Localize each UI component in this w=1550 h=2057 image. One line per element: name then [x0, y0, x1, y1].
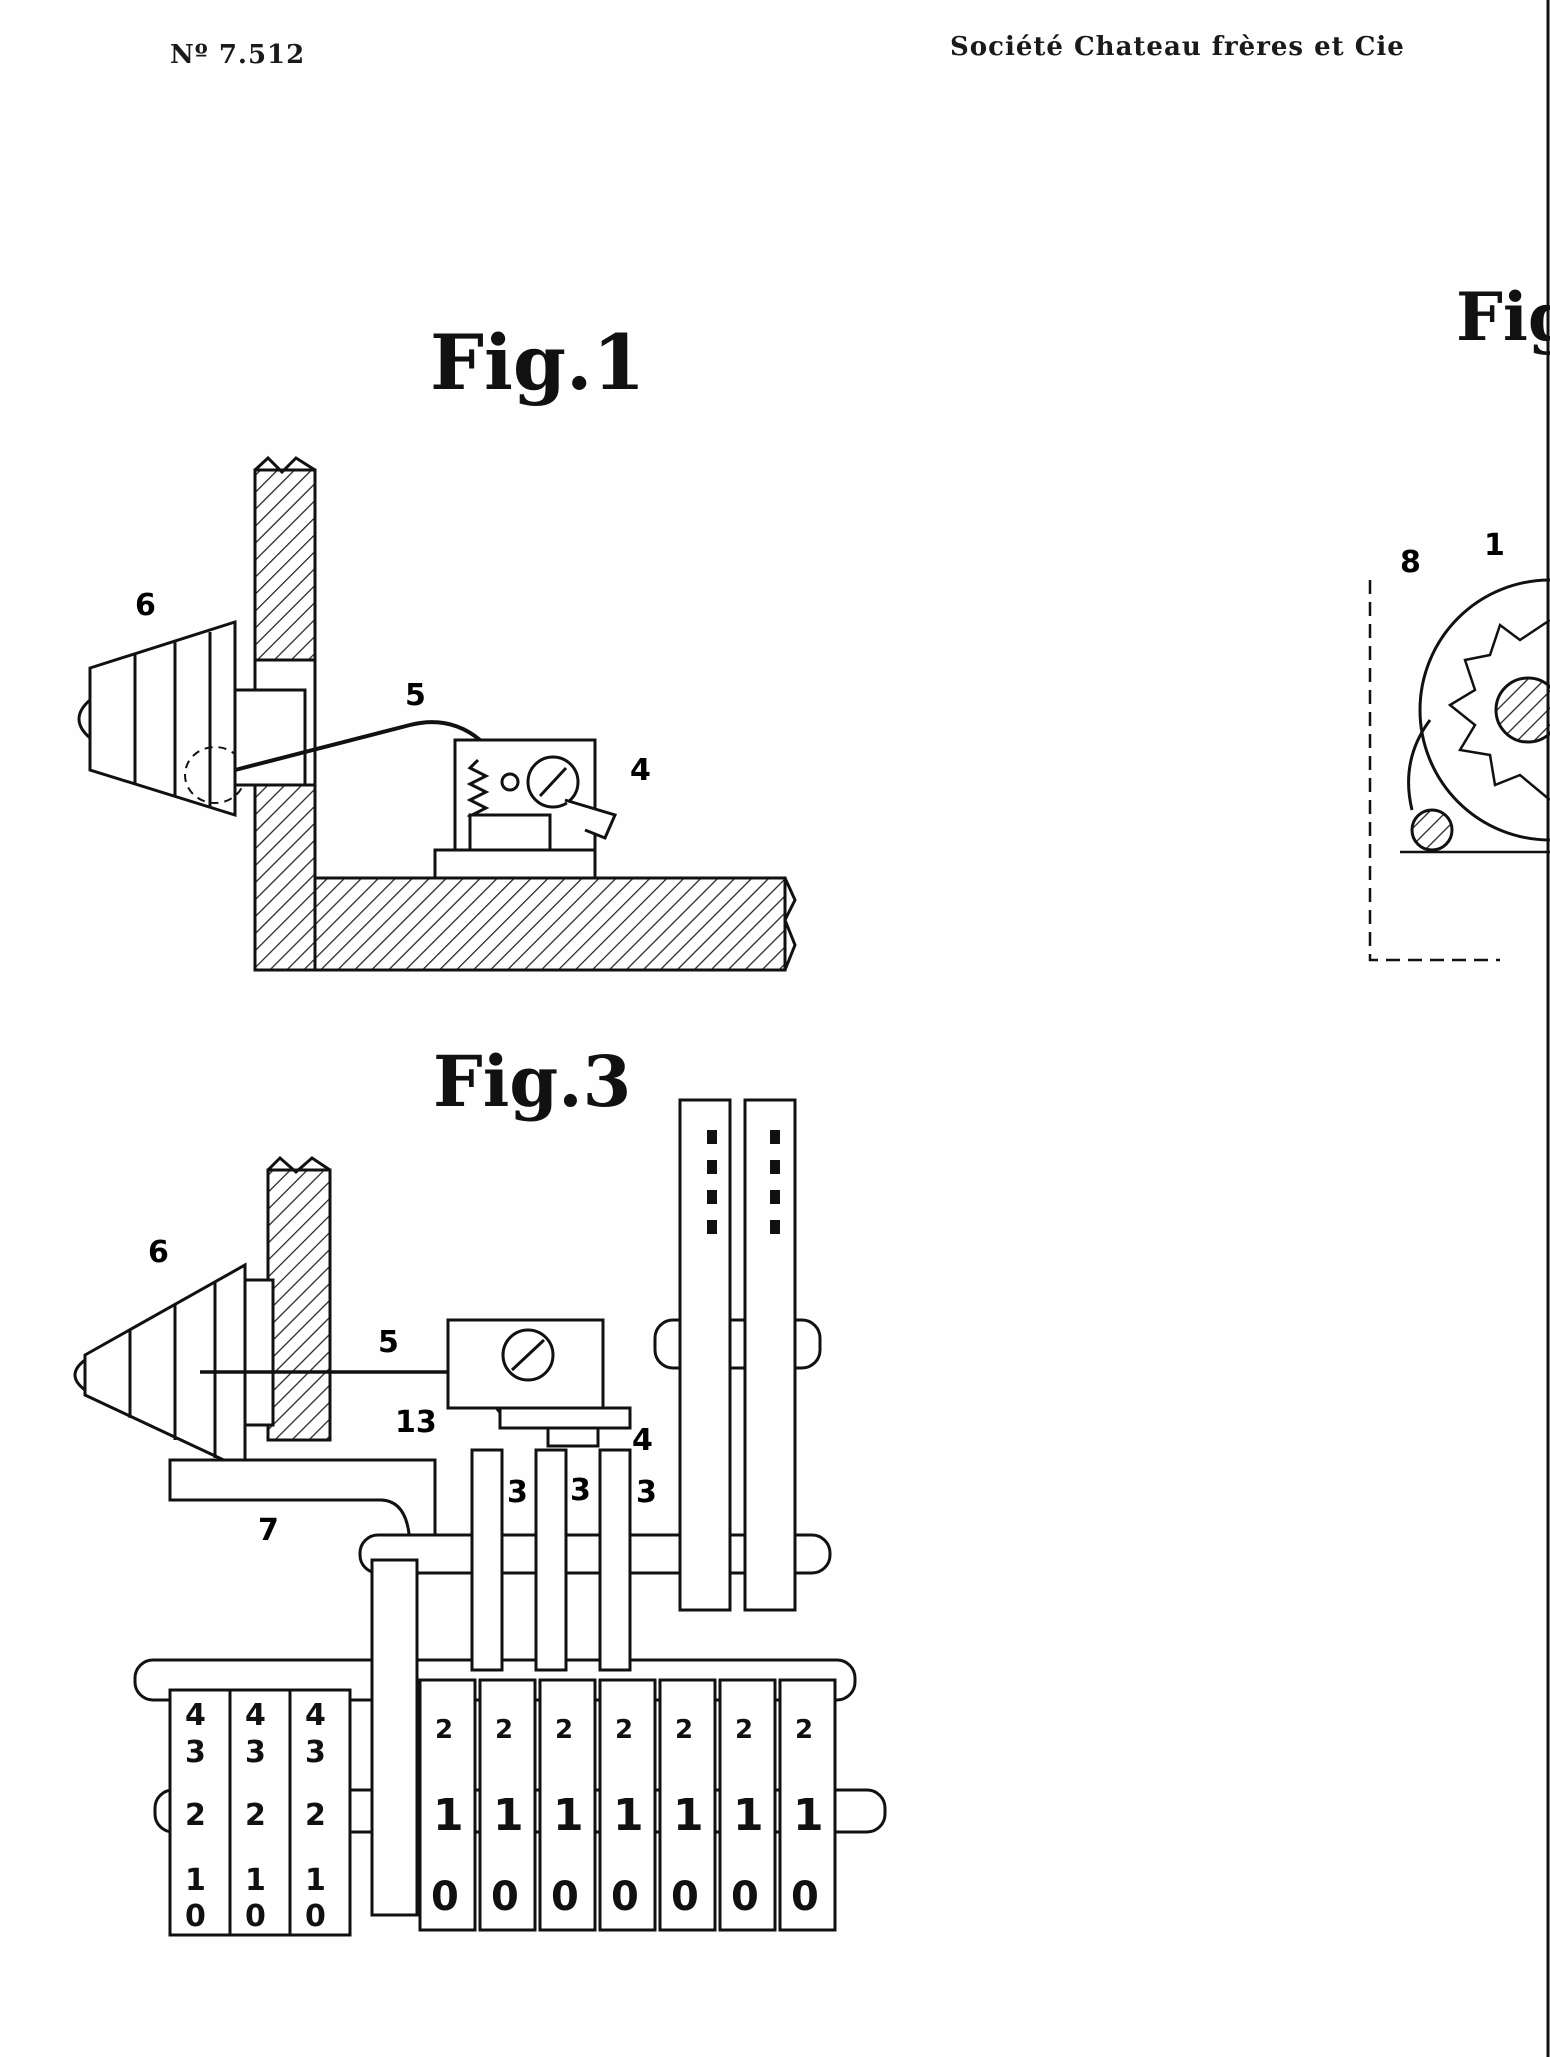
fig3-label-4: 4 [632, 1423, 653, 1458]
digit: 4 [245, 1698, 266, 1733]
fig1-label-6: 6 [135, 588, 156, 623]
digit: 0 [431, 1874, 459, 1920]
fig3-slide-left [678, 1098, 732, 1612]
fig3-drawing [73, 1098, 887, 1937]
fig1-wall-upper [253, 468, 317, 662]
digit: 0 [305, 1899, 326, 1934]
digit: 2 [735, 1715, 753, 1745]
fig3-wheel-right-7 [778, 1678, 837, 1932]
digit: 2 [555, 1715, 573, 1745]
digit: 3 [245, 1735, 266, 1770]
digit: 4 [185, 1698, 206, 1733]
digit: 0 [791, 1874, 819, 1920]
digit: 1 [613, 1790, 644, 1841]
digit: 0 [611, 1874, 639, 1920]
fig1-drawing [77, 455, 797, 972]
digit: 2 [185, 1798, 206, 1833]
fig3-right-digits: 2 2 2 2 2 2 2 1 1 1 1 1 1 1 0 0 0 0 0 0 … [431, 1715, 824, 1920]
digit: 2 [435, 1715, 453, 1745]
digit: 2 [675, 1715, 693, 1745]
fig3-wall [266, 1168, 332, 1442]
digit: 1 [185, 1863, 206, 1898]
digit: 1 [553, 1790, 584, 1841]
patent-number: Nº 7.512 [170, 40, 306, 70]
fig3-left-digits: 4 4 4 3 3 3 2 2 2 1 1 1 0 0 0 [185, 1698, 326, 1934]
digit: 2 [495, 1715, 513, 1745]
fig1-cone [77, 619, 246, 818]
fig1-wall-lower [253, 783, 317, 972]
digit: 0 [245, 1899, 266, 1934]
fig3-wheel-right-3 [538, 1678, 597, 1932]
digit: 0 [185, 1899, 206, 1934]
fig3-label-6: 6 [148, 1235, 169, 1270]
fig3-cone [73, 1262, 275, 1473]
fig1-label-5: 5 [405, 678, 426, 713]
fig3-lever-housing [446, 1318, 605, 1410]
fig1-base [313, 876, 787, 972]
digit: 1 [793, 1790, 824, 1841]
digit: 1 [245, 1863, 266, 1898]
digit: 1 [493, 1790, 524, 1841]
fig3-label-7: 7 [258, 1513, 279, 1548]
company-name: Société Chateau frères et Cie [950, 32, 1405, 62]
digit: 1 [733, 1790, 764, 1841]
fig3-wheel-right-5 [658, 1678, 717, 1932]
fig3-label-3b: 3 [570, 1473, 591, 1508]
fig3-label-3c: 3 [636, 1475, 657, 1510]
digit: 3 [305, 1735, 326, 1770]
fig3-wheel-right-4 [598, 1678, 657, 1932]
fig3-title: Fig.3 [433, 1040, 632, 1123]
fig2-label-1: 1 [1484, 528, 1505, 563]
digit: 1 [305, 1863, 326, 1898]
digit: 1 [433, 1790, 464, 1841]
digit: 0 [491, 1874, 519, 1920]
digit: 2 [245, 1798, 266, 1833]
fig1-label-4: 4 [630, 753, 651, 788]
fig3-wheel-left-3 [288, 1688, 352, 1937]
fig3-wheel-left-1 [168, 1688, 232, 1937]
digit: 0 [551, 1874, 579, 1920]
digit: 2 [615, 1715, 633, 1745]
digit: 0 [731, 1874, 759, 1920]
fig2-label-8: 8 [1400, 545, 1421, 580]
fig2-drawing [1368, 578, 1550, 962]
fig2-title: Fig [1456, 278, 1550, 356]
digit: 1 [673, 1790, 704, 1841]
fig1-title: Fig.1 [430, 318, 646, 407]
fig3-slide-right [743, 1098, 797, 1612]
fig3-wheel-right-1 [418, 1678, 477, 1932]
fig3-wheel-right-2 [478, 1678, 537, 1932]
fig3-wheel-right-6 [718, 1678, 777, 1932]
digit: 2 [795, 1715, 813, 1745]
digit: 2 [305, 1798, 326, 1833]
fig3-label-13: 13 [395, 1405, 437, 1440]
fig3-label-3a: 3 [507, 1475, 528, 1510]
fig3-wheel-left-2 [228, 1688, 292, 1937]
digit: 3 [185, 1735, 206, 1770]
digit: 0 [671, 1874, 699, 1920]
digit: 4 [305, 1698, 326, 1733]
fig3-label-5: 5 [378, 1325, 399, 1360]
